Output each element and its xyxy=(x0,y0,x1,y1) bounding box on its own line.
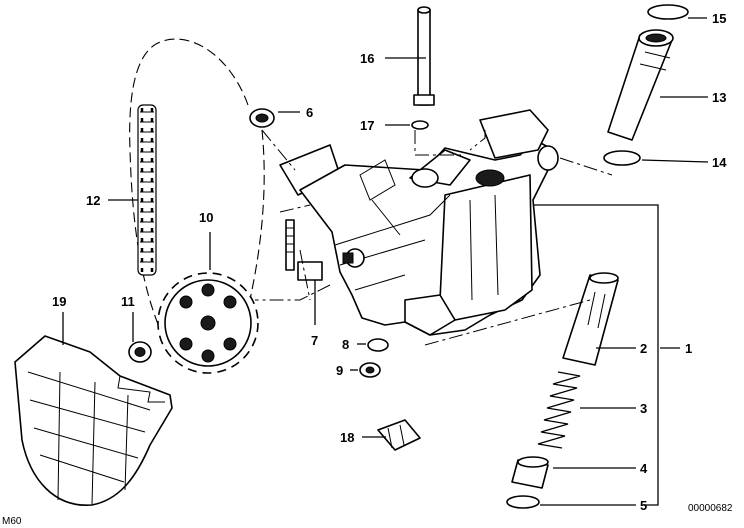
circlip-5 xyxy=(506,495,540,509)
part-labels: 1 2 3 4 5 6 7 8 9 10 11 12 13 14 15 16 1… xyxy=(52,11,727,513)
diagram-number: 00000682 xyxy=(688,503,733,514)
label-7: 7 xyxy=(311,333,318,348)
piston-2 xyxy=(562,272,619,366)
o-ring-15 xyxy=(647,4,689,20)
leader-lines xyxy=(62,17,709,506)
spring-3 xyxy=(537,371,581,449)
label-4: 4 xyxy=(640,461,648,476)
sprocket-gear xyxy=(157,272,259,374)
label-12: 12 xyxy=(86,193,100,208)
label-9: 9 xyxy=(336,363,343,378)
plug-6 xyxy=(249,108,275,128)
label-18: 18 xyxy=(340,430,354,445)
nut-11 xyxy=(128,341,152,363)
label-11: 11 xyxy=(121,294,135,309)
chain-guard xyxy=(14,335,173,506)
label-1: 1 xyxy=(685,341,692,356)
nut-9 xyxy=(359,362,381,378)
oil-pump-housing xyxy=(279,109,559,336)
label-6: 6 xyxy=(306,105,313,120)
tube-13 xyxy=(607,29,674,141)
clip-18 xyxy=(377,419,421,451)
label-15: 15 xyxy=(712,11,726,26)
label-5: 5 xyxy=(640,498,647,513)
pipe-16 xyxy=(413,6,435,106)
label-2: 2 xyxy=(640,341,647,356)
sleeve-4 xyxy=(511,456,549,489)
label-14: 14 xyxy=(712,155,727,170)
label-13: 13 xyxy=(712,90,726,105)
model-code: M60 xyxy=(2,516,22,527)
label-8: 8 xyxy=(342,337,349,352)
label-10: 10 xyxy=(199,210,213,225)
o-ring-17 xyxy=(411,120,429,130)
o-ring-14 xyxy=(603,150,641,166)
group-bracket xyxy=(533,204,659,506)
label-16: 16 xyxy=(360,51,374,66)
chain-links xyxy=(137,104,157,276)
bolt-7 xyxy=(285,219,323,281)
washer-8 xyxy=(367,338,389,352)
label-17: 17 xyxy=(360,118,374,133)
timing-chain xyxy=(129,38,265,361)
label-19: 19 xyxy=(52,294,66,309)
label-3: 3 xyxy=(640,401,647,416)
assembly-lines xyxy=(255,129,613,346)
